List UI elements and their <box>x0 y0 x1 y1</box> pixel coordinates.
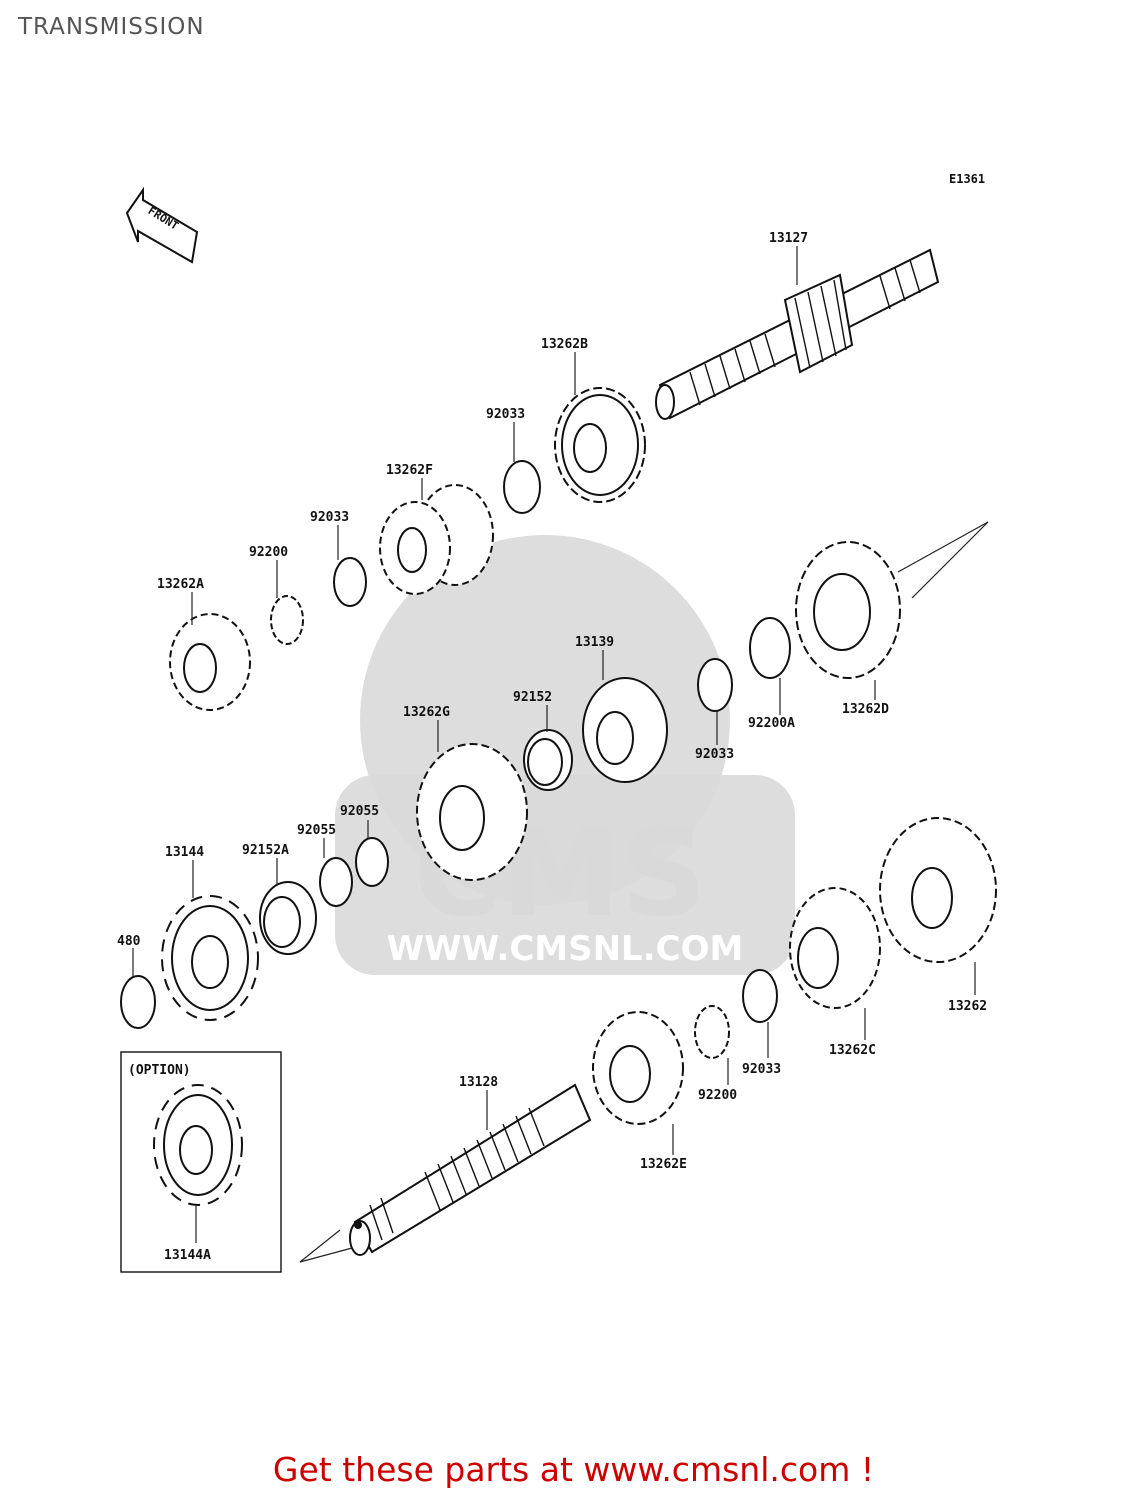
label-13139: 13139 <box>575 635 614 650</box>
part-13128 <box>349 1083 592 1256</box>
part-13262F <box>379 484 494 595</box>
part-92152 <box>523 729 573 791</box>
part-13262G <box>416 743 528 881</box>
part-92200A <box>749 617 791 679</box>
part-92152A <box>259 881 317 955</box>
watermark: CMS WWW.CMSNL.COM <box>335 535 795 975</box>
part-13144A <box>153 1084 243 1206</box>
label-13262: 13262 <box>948 999 987 1014</box>
label-13144A: 13144A <box>164 1248 211 1263</box>
label-92033-a: 92033 <box>486 407 525 422</box>
label-92055-a: 92055 <box>340 804 379 819</box>
label-13127: 13127 <box>769 231 808 246</box>
label-13262D: 13262D <box>842 702 889 717</box>
label-92152A: 92152A <box>242 843 289 858</box>
label-13144: 13144 <box>165 845 204 860</box>
label-92033-d: 92033 <box>742 1062 781 1077</box>
part-480 <box>120 975 156 1029</box>
part-92033-b <box>333 557 367 607</box>
exploded-view-diagram: CMS WWW.CMSNL.COM FRONT <box>117 186 997 1273</box>
label-92200-a: 92200 <box>249 545 288 560</box>
part-13262B <box>554 387 646 503</box>
option-box <box>120 1051 282 1273</box>
part-13262 <box>879 817 997 963</box>
option-label: (OPTION) <box>128 1063 191 1078</box>
part-13144 <box>161 895 259 1021</box>
leader-lines <box>132 246 989 1263</box>
part-92033-d <box>742 969 778 1023</box>
part-13262A <box>169 613 251 711</box>
label-13128: 13128 <box>459 1075 498 1090</box>
part-92200-a <box>270 595 304 645</box>
part-labels: 13127 13262B 92033 13262F 92033 92200 13… <box>117 231 987 1263</box>
label-13262A: 13262A <box>157 577 204 592</box>
label-480: 480 <box>117 934 141 949</box>
label-92033-b: 92033 <box>310 510 349 525</box>
label-13262B: 13262B <box>541 337 588 352</box>
page-title: TRANSMISSION <box>18 14 205 40</box>
part-92055-b <box>319 857 353 907</box>
label-13262C: 13262C <box>829 1043 876 1058</box>
part-92055-a <box>355 837 389 887</box>
label-92033-c: 92033 <box>695 747 734 762</box>
watermark-text-url: WWW.CMSNL.COM <box>387 929 744 969</box>
get-parts-link[interactable]: Get these parts at www.cmsnl.com ! <box>272 1450 875 1489</box>
label-92200-b: 92200 <box>698 1088 737 1103</box>
label-13262G: 13262G <box>403 705 450 720</box>
part-13127 <box>655 248 940 420</box>
part-13262E <box>592 1011 684 1125</box>
diagram-code: E1361 <box>949 172 986 186</box>
part-13262C <box>789 887 881 1009</box>
front-arrow-icon: FRONT <box>125 186 199 264</box>
part-13262D <box>795 541 901 679</box>
label-92200A: 92200A <box>748 716 795 731</box>
part-92033-a <box>503 460 541 514</box>
label-92055-b: 92055 <box>297 823 336 838</box>
label-13262E: 13262E <box>640 1157 687 1172</box>
part-13139 <box>582 677 668 783</box>
part-92200-b <box>694 1005 730 1059</box>
part-92033-c <box>697 658 733 712</box>
label-13262F: 13262F <box>386 463 433 478</box>
label-92152: 92152 <box>513 690 552 705</box>
